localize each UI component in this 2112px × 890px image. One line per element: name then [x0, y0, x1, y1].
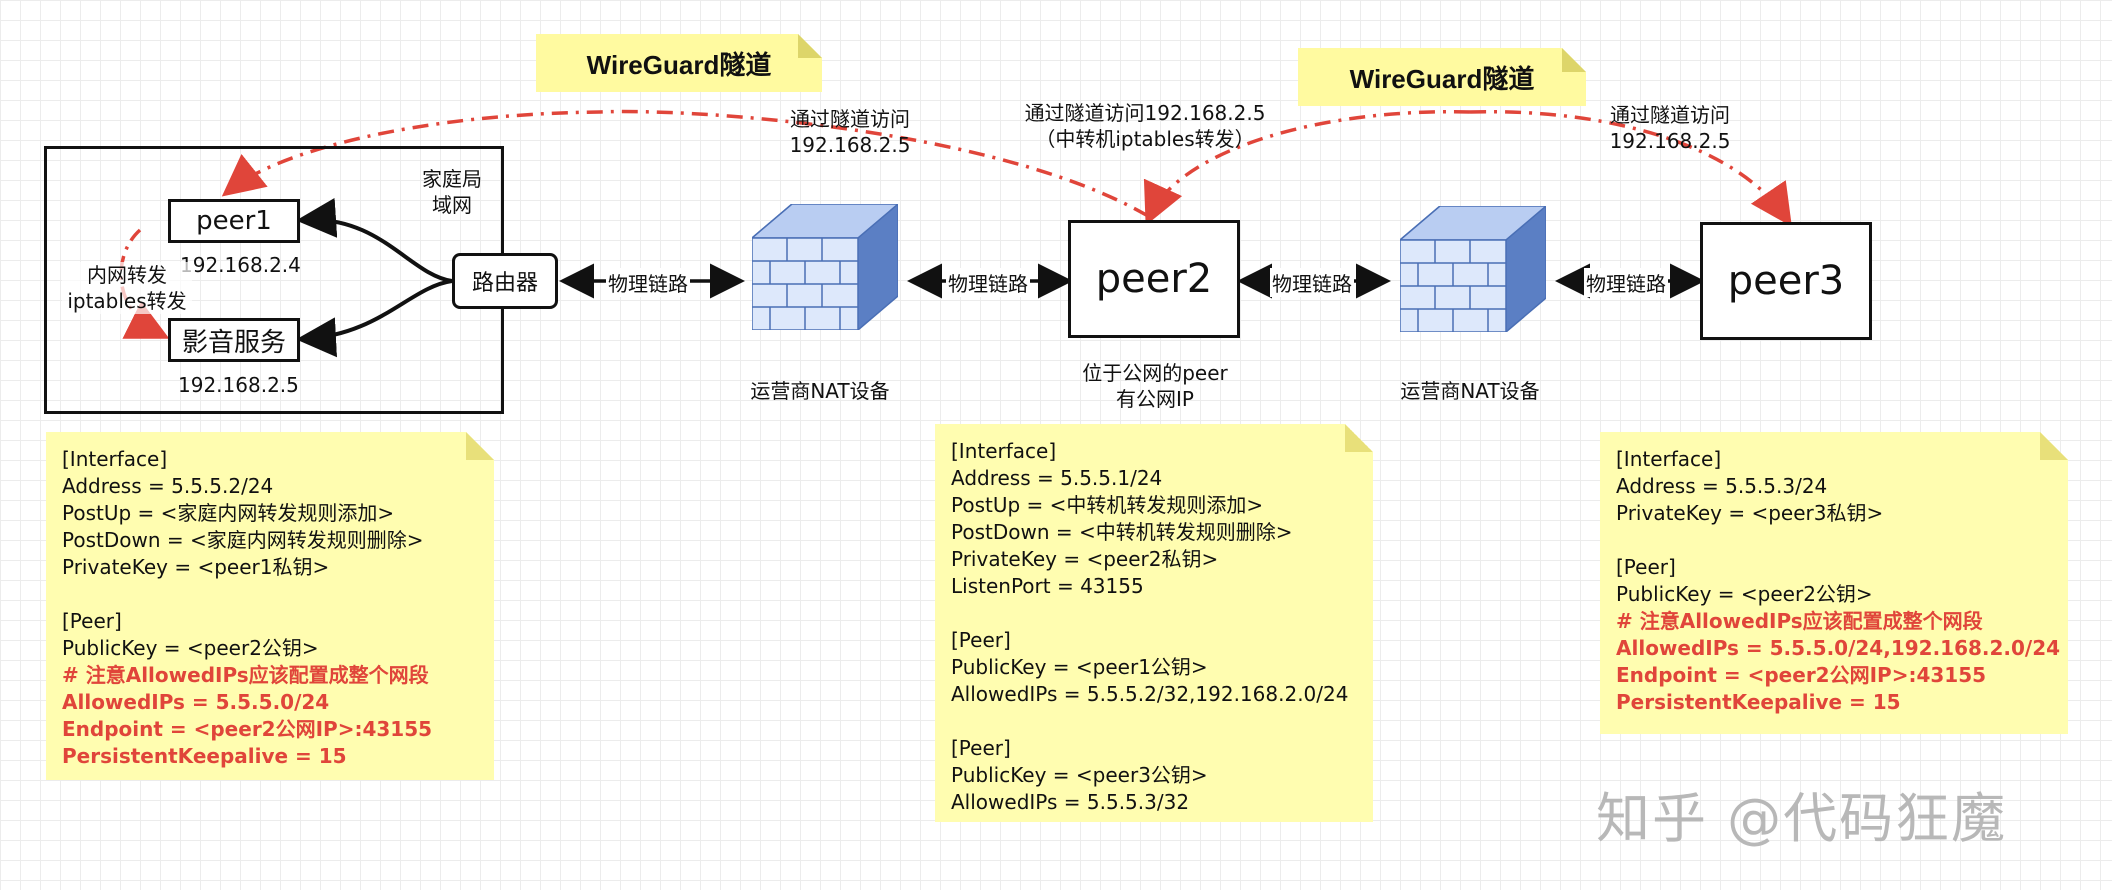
- config-line: [Peer]: [62, 609, 122, 633]
- physical-link-label: 物理链路: [1270, 268, 1354, 297]
- config-line: PostUp = <中转机转发规则添加>: [951, 493, 1264, 517]
- config-line: PrivateKey = <peer2私钥>: [951, 547, 1219, 571]
- peer2-caption: 位于公网的peer 有公网IP: [1082, 361, 1228, 411]
- tunnel-label-left: 通过隧道访问 192.168.2.5: [789, 107, 911, 157]
- config-line: [951, 708, 1357, 735]
- config-line: Address = 5.5.5.3/24: [1616, 474, 1828, 498]
- home-lan-title: 家庭局 域网: [422, 167, 482, 217]
- config-line: [Interface]: [951, 439, 1057, 463]
- config-line: PersistentKeepalive = 15: [62, 744, 347, 768]
- config-line: [Interface]: [1616, 447, 1722, 471]
- config-line: PrivateKey = <peer1私钥>: [62, 555, 330, 579]
- config-line: PublicKey = <peer3公钥>: [951, 763, 1208, 787]
- peer2-node[interactable]: peer2: [1068, 220, 1240, 338]
- config-line: PublicKey = <peer2公钥>: [62, 636, 319, 660]
- config-line: [Peer]: [951, 628, 1011, 652]
- watermark: 知乎 @代码狂魔: [1596, 787, 2008, 850]
- tunnel-label-middle: 通过隧道访问192.168.2.5 （中转机iptables转发）: [1024, 101, 1266, 151]
- config-line: # 注意AllowedIPs应该配置成整个网段: [62, 663, 429, 687]
- router-node[interactable]: 路由器: [452, 253, 558, 309]
- config-line: # 注意AllowedIPs应该配置成整个网段: [1616, 609, 1983, 633]
- peer3-node[interactable]: peer3: [1700, 222, 1872, 340]
- nat-device-label: 运营商NAT设备: [750, 379, 890, 403]
- config-line: Address = 5.5.5.2/24: [62, 474, 274, 498]
- media-service-node[interactable]: 影音服务: [168, 318, 300, 362]
- media-service-ip: 192.168.2.5: [178, 373, 299, 397]
- peer1-label: peer1: [196, 206, 272, 236]
- config-line: AllowedIPs = 5.5.5.2/32,192.168.2.0/24: [951, 682, 1349, 706]
- media-service-label: 影音服务: [181, 327, 286, 358]
- router-label: 路由器: [471, 271, 538, 296]
- config-line: PostDown = <家庭内网转发规则删除>: [62, 528, 424, 552]
- config-line: [Peer]: [951, 736, 1011, 760]
- config-line: PostUp = <家庭内网转发规则添加>: [62, 501, 395, 525]
- internal-forward-label: 内网转发 iptables转发: [62, 262, 192, 314]
- config-line: Endpoint = <peer2公网IP>:43155: [62, 717, 433, 741]
- config-line: PublicKey = <peer2公钥>: [1616, 582, 1873, 606]
- firewall-nat-icon: [1400, 206, 1546, 332]
- wireguard-tunnel-tag-left: WireGuard隧道: [536, 34, 822, 92]
- config-line: AllowedIPs = 5.5.5.0/24: [62, 690, 330, 714]
- config-line: PersistentKeepalive = 15: [1616, 690, 1901, 714]
- config-line: [Interface]: [62, 447, 168, 471]
- config-line: [951, 600, 1357, 627]
- physical-link-label: 物理链路: [1584, 268, 1668, 297]
- config-line: PostDown = <中转机转发规则删除>: [951, 520, 1293, 544]
- nat-device-label: 运营商NAT设备: [1400, 379, 1540, 403]
- firewall-nat-icon: [752, 204, 898, 330]
- peer1-node[interactable]: peer1: [168, 199, 300, 243]
- physical-link-label: 物理链路: [946, 268, 1030, 297]
- config-line: Address = 5.5.5.1/24: [951, 466, 1163, 490]
- peer2-label: peer2: [1095, 256, 1213, 302]
- peer1-ip: 192.168.2.4: [180, 253, 301, 277]
- wireguard-tunnel-tag-text: WireGuard隧道: [586, 49, 772, 80]
- config-line: PrivateKey = <peer3私钥>: [1616, 501, 1884, 525]
- tunnel-label-right: 通过隧道访问 192.168.2.5: [1609, 103, 1731, 153]
- config-line: ListenPort = 43155: [951, 574, 1144, 598]
- wireguard-tunnel-tag-text: WireGuard隧道: [1349, 63, 1535, 94]
- config-line: Endpoint = <peer2公网IP>:43155: [1616, 663, 1987, 687]
- config-line: [Peer]: [1616, 555, 1676, 579]
- config-line: [62, 581, 478, 608]
- config-line: [1616, 527, 2052, 554]
- config-line: AllowedIPs = 5.5.5.0/24,192.168.2.0/24: [1616, 636, 2061, 660]
- config-line: PublicKey = <peer1公钥>: [951, 655, 1208, 679]
- wireguard-tunnel-tag-right: WireGuard隧道: [1298, 48, 1586, 106]
- peer3-label: peer3: [1727, 258, 1845, 304]
- config-line: AllowedIPs = 5.5.5.3/32: [951, 790, 1190, 814]
- physical-link-label: 物理链路: [606, 268, 690, 297]
